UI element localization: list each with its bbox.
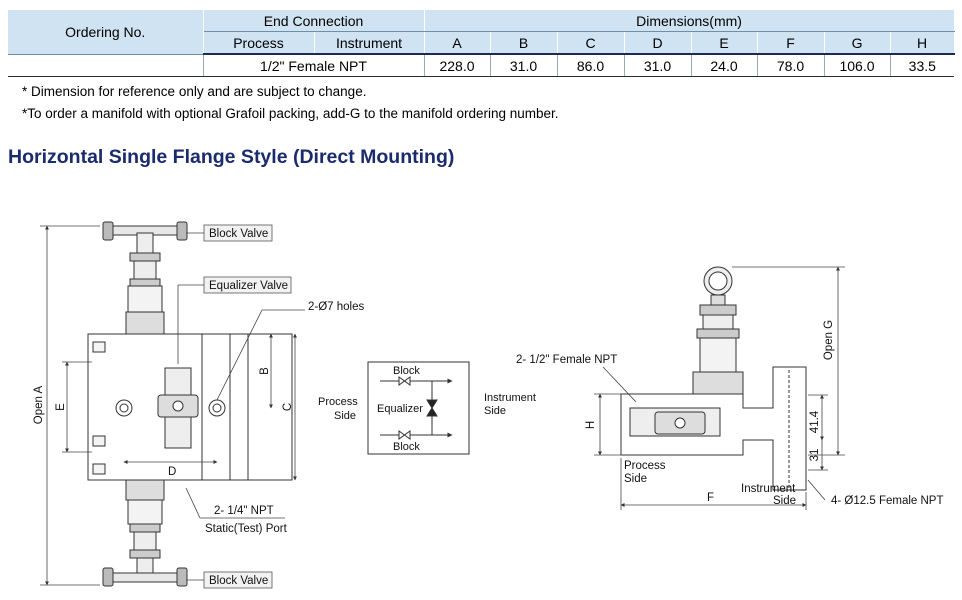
value-e: 24.0 xyxy=(691,54,758,77)
label-process-side-2: Side xyxy=(624,473,647,485)
value-a: 228.0 xyxy=(424,54,491,77)
schematic-equalizer: Equalizer xyxy=(377,403,423,415)
end-connection-header: End Connection xyxy=(203,10,425,32)
dim-col-d: D xyxy=(624,31,692,55)
side-view xyxy=(620,266,807,491)
label-process-side-1: Process xyxy=(624,460,666,472)
label-npt-quarter: 2- 1/4" NPT xyxy=(214,505,274,517)
value-f: 78.0 xyxy=(757,54,825,77)
label-dim-d: D xyxy=(168,466,176,478)
label-equalizer-valve: Equalizer Valve xyxy=(209,280,288,292)
valve-schematic xyxy=(367,361,470,455)
dim-col-e: E xyxy=(691,31,758,55)
schematic-block-top: Block xyxy=(393,365,420,377)
label-dim-h: H xyxy=(585,421,597,429)
ordering-no-cell xyxy=(8,54,204,77)
front-view xyxy=(87,221,293,587)
label-block-valve-bottom: Block Valve xyxy=(209,575,268,587)
dim-col-f: F xyxy=(757,31,825,55)
dim-col-h: H xyxy=(890,31,955,55)
instrument-header: Instrument xyxy=(314,31,425,55)
schematic-instrument-side-2: Side xyxy=(484,405,506,417)
label-dim-f: F xyxy=(707,492,714,504)
label-dim-31: 31 xyxy=(809,449,821,462)
process-header: Process xyxy=(203,31,315,55)
label-dim-b: B xyxy=(259,367,271,375)
dim-col-g: G xyxy=(824,31,891,55)
dim-col-c: C xyxy=(557,31,625,55)
value-d: 31.0 xyxy=(624,54,692,77)
value-h: 33.5 xyxy=(890,54,955,77)
label-dim-41: 41.4 xyxy=(809,410,821,433)
schematic-process-side-2: Side xyxy=(334,410,356,422)
value-g: 106.0 xyxy=(824,54,891,77)
note-grafoil: *To order a manifold with optional Grafo… xyxy=(22,106,559,121)
table-row: 1/2" Female NPT 228.0 31.0 86.0 31.0 24.… xyxy=(8,54,955,77)
ordering-no-header: Ordering No. xyxy=(8,10,204,55)
schematic-instrument-side-1: Instrument xyxy=(484,392,536,404)
label-flange-npt: 4- Ø12.5 Female NPT xyxy=(831,495,943,507)
label-holes: 2-Ø7 holes xyxy=(308,301,365,313)
value-c: 86.0 xyxy=(557,54,625,77)
dim-col-a: A xyxy=(424,31,491,55)
label-dim-e: E xyxy=(55,403,67,411)
connection-cell: 1/2" Female NPT xyxy=(203,54,425,77)
label-npt-half: 2- 1/2" Female NPT xyxy=(516,354,617,366)
section-title: Horizontal Single Flange Style (Direct M… xyxy=(8,146,455,168)
label-static-port: Static(Test) Port xyxy=(205,523,288,535)
label-block-valve-top: Block Valve xyxy=(209,228,268,240)
schematic-block-bottom: Block xyxy=(393,441,420,453)
dim-col-b: B xyxy=(490,31,558,55)
dimensions-header: Dimensions(mm) xyxy=(424,10,955,32)
label-dim-c: C xyxy=(282,403,294,411)
label-open-g: Open G xyxy=(823,320,835,360)
label-open-a: Open A xyxy=(33,385,45,424)
value-b: 31.0 xyxy=(490,54,558,77)
label-instrument-side-2: Side xyxy=(773,495,796,507)
label-instrument-side-1: Instrument xyxy=(741,483,796,495)
dimension-table: Ordering No. End Connection Dimensions(m… xyxy=(8,10,955,77)
schematic-process-side-1: Process xyxy=(318,396,358,408)
note-reference: * Dimension for reference only and are s… xyxy=(22,84,367,99)
